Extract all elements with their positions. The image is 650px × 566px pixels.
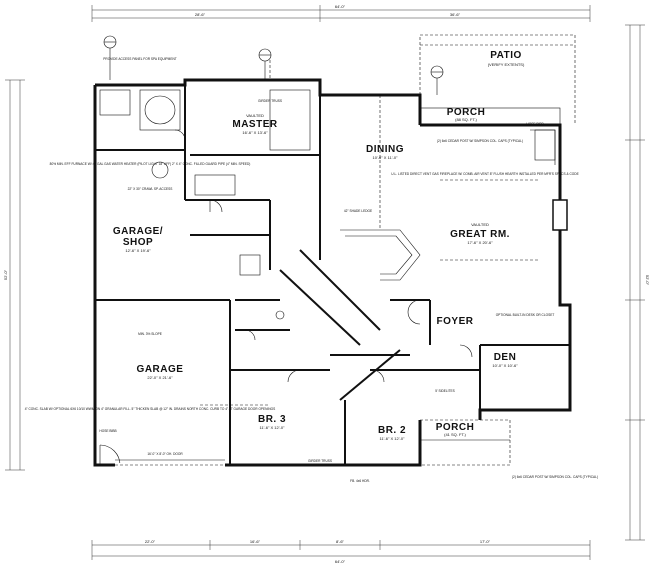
room-label-garage-shop: GARAGE/ (113, 226, 163, 237)
dim-bottom-a: 22'-0" (145, 539, 156, 544)
dim-overall-right: 52'-0" (645, 275, 650, 286)
note-furnace: 80% MIN. EFF FURNACE W/ 40 GAL GAS WATER… (50, 162, 251, 166)
note-optional-desk: OPTIONAL BUILT-IN DESK OR CLOSET (496, 313, 555, 317)
room-label-garage-shop-2: SHOP (123, 237, 153, 248)
kitchen-and-fixtures (99, 89, 556, 320)
grid-dashes (200, 60, 540, 406)
room-note-great: VAULTED (471, 222, 489, 227)
garage-door (115, 459, 225, 467)
note-attic-access: 22" X 30" CRAWL SP. ACCESS (128, 187, 173, 191)
room-label-master: MASTER (232, 119, 278, 130)
room-label-br3: BR. 3 (258, 414, 286, 425)
section-markers (103, 35, 444, 95)
room-size-garage: 22'-0" X 21'-6" (147, 375, 173, 380)
note-shade-ledge: 42" SHADE LEDGE (344, 209, 372, 213)
room-label-dining: DINING (366, 144, 404, 155)
note-cedar-post-top: (2) 6x6 CEDAR POST W/ SIMPSON COL. CAPS … (437, 139, 523, 143)
note-access-panel: PROVIDE ACCESS PANEL FOR SPA EQUIPMENT (103, 57, 176, 61)
dim-overall-top: 64'-0" (335, 4, 346, 9)
room-note-patio: (VERIFY EXTENTS) (488, 62, 525, 67)
fireplace-box (552, 199, 568, 231)
dim-top-a: 28'-6" (195, 12, 206, 17)
note-slab: 4" CONC. SLAB W/ OPTIONAL 6X6 10/10 WWM … (25, 407, 276, 411)
note-girder-bottom: GIRDER TRUSS (308, 459, 332, 463)
note-sidelites: 5' SIDELITES (435, 389, 455, 393)
room-size-master: 16'-6" X 13'-6" (242, 130, 268, 135)
room-label-br2: BR. 2 (378, 425, 406, 436)
note-header-bottom: FB. 4x6 HDR. (350, 479, 370, 483)
room-note-master: VAULTED (246, 113, 264, 118)
dim-bottom-b: 16'-6" (250, 539, 261, 544)
note-garage-floor: MIN. 3% SLOPE (138, 332, 162, 336)
room-size-br3: 11'-6" X 12'-0" (260, 425, 286, 430)
dim-overall-left: 52'-0" (3, 269, 8, 280)
room-size-great: 17'-6" X 20'-6" (467, 240, 493, 245)
interior-walls (95, 85, 570, 465)
note-garage-door: 16'-0" X 8'-0" OH. DOOR (147, 452, 183, 456)
note-cedar-post-bottom: (2) 6x6 CEDAR POST W/ SIMPSON COL. CAPS … (512, 475, 598, 479)
note-hose-bibb: HOSE BIBB (99, 429, 116, 433)
note-fireplace: U.L. LISTED DIRECT VENT GAS FIREPLACE W/… (391, 172, 578, 176)
note-hose-bibb-right: HOSE BIBB (526, 122, 543, 126)
dimension-lines (5, 5, 645, 560)
room-size-dining: 10'-6" X 11'-0" (373, 155, 399, 160)
dim-overall-bottom: 64'-0" (335, 559, 346, 564)
room-size-den: 10'-0" X 10'-6" (492, 363, 518, 368)
room-size-br2: 11'-6" X 12'-0" (380, 436, 406, 441)
room-label-porch-bottom: PORCH (436, 422, 475, 433)
room-label-foyer: FOYER (437, 316, 474, 327)
room-label-great: GREAT RM. (450, 229, 510, 240)
room-size-garage-shop: 12'-6" X 19'-6" (125, 248, 151, 253)
room-label-garage: GARAGE (137, 364, 184, 375)
door-swings (99, 129, 473, 466)
room-size-porch-top: (88 SQ. FT.) (455, 117, 477, 122)
note-girder-top: GIRDER TRUSS (258, 99, 282, 103)
room-size-porch-bottom: (41 SQ. FT.) (444, 432, 466, 437)
room-label-porch-top: PORCH (447, 107, 486, 118)
dim-bottom-c: 8'-6" (336, 539, 345, 544)
room-label-den: DEN (494, 352, 517, 363)
dim-top-b: 36'-6" (450, 12, 461, 17)
room-label-patio: PATIO (490, 50, 522, 61)
patio-and-porches (419, 34, 576, 466)
dim-bottom-d: 17'-0" (480, 539, 491, 544)
